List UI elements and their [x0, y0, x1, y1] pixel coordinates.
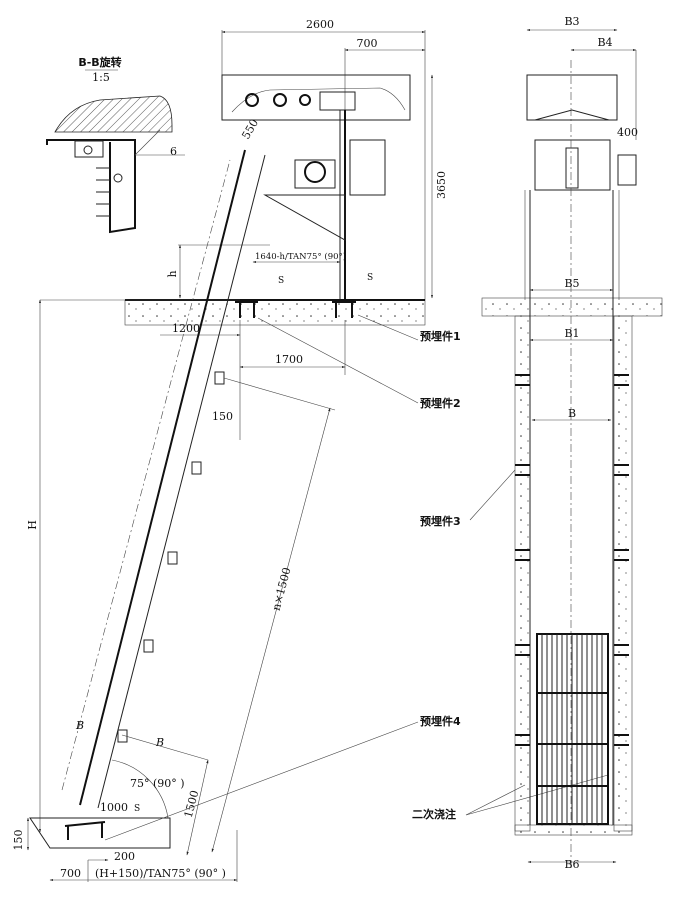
- drive-unit: [294, 159, 336, 189]
- section-mark-b: B: [155, 736, 164, 749]
- leader-line: [357, 314, 419, 341]
- dim-2600: 2600: [306, 18, 334, 31]
- callout-embed2: 预埋件2: [420, 396, 461, 410]
- dim-700: 700: [357, 37, 378, 50]
- detail-scale: 1:5: [92, 71, 110, 84]
- dim-150-base: 150: [12, 830, 25, 851]
- dim-200: 200: [114, 850, 135, 863]
- embedded-plates: [235, 301, 356, 318]
- top-cover-front: [526, 74, 618, 121]
- ground-slab-front: [481, 297, 663, 317]
- dim-550: 550: [239, 117, 261, 142]
- angle-arc: [111, 759, 169, 819]
- dim-B3: B3: [564, 15, 579, 28]
- angle-label: 75° (90° ): [130, 777, 185, 790]
- dim-line: [211, 407, 331, 853]
- dim-B1: B1: [564, 327, 579, 340]
- frame-centerline: [61, 159, 231, 791]
- top-cover: [221, 74, 411, 121]
- concrete-section: [54, 95, 173, 133]
- weld-symbol: S: [278, 276, 284, 286]
- detail-title: B-B旋转: [78, 55, 121, 69]
- dim-1200: 1200: [172, 322, 200, 335]
- motor-icon: [304, 161, 326, 183]
- dim-400: 400: [617, 126, 638, 139]
- detail-bb: B-B旋转 1:5 6: [46, 55, 185, 234]
- rack-crossbars: [537, 692, 608, 787]
- dim-700-base: 700: [60, 867, 81, 880]
- side-box: [349, 139, 386, 196]
- pit-floor: [514, 824, 633, 836]
- dim-B6: B6: [564, 858, 579, 871]
- pit-wall-right: [613, 315, 633, 832]
- dim-1700: 1700: [275, 353, 303, 366]
- bolt-icon: [113, 173, 123, 183]
- callout-embed3: 预埋件3: [420, 514, 461, 528]
- motor: [617, 154, 637, 186]
- front-view: B3 B4 400 B5 B1 B: [481, 15, 663, 871]
- dim-1000: 1000: [100, 801, 128, 814]
- callout-secondary-pour: 二次浇注: [412, 807, 456, 821]
- gearbox: [319, 91, 356, 111]
- dim-base-formula: (H+150)/TAN75° (90° ): [95, 867, 226, 880]
- base-pit: [29, 817, 171, 849]
- frame-rail-front: [79, 149, 246, 806]
- ext-line: [121, 734, 209, 761]
- frame-section: [46, 139, 136, 234]
- weld-symbol: S: [367, 273, 373, 283]
- bracket: [263, 194, 346, 241]
- ext-line: [223, 377, 336, 411]
- dim-B4: B4: [597, 36, 612, 49]
- dim-H: H: [26, 520, 39, 530]
- weld-symbol: S: [134, 804, 140, 814]
- cover-roof: [534, 109, 610, 121]
- leader-line: [104, 721, 419, 841]
- bolt-plate: [74, 140, 104, 158]
- section-mark-b: B: [75, 719, 84, 732]
- dim-n-1500: n×1500: [270, 566, 294, 612]
- bolt-icon: [83, 145, 93, 155]
- callout-embed4: 预埋件4: [420, 714, 461, 728]
- dim-150-frame: 150: [212, 410, 233, 423]
- frame-brackets: [117, 371, 225, 743]
- detail-angle: 6: [170, 145, 177, 158]
- dim-h: h: [166, 270, 179, 277]
- anchor-bolts: [515, 374, 629, 746]
- cover-outline: [231, 87, 406, 113]
- sprocket-icon: [273, 93, 287, 107]
- side-view: 2600 700 3650 550 h 1640-h/TAN75° (90°) …: [12, 18, 448, 882]
- dim-3650: 3650: [435, 171, 448, 199]
- dim-B5: B5: [564, 277, 579, 290]
- dim-line: [186, 759, 209, 856]
- rack-bars: [541, 634, 603, 824]
- callout-embed1: 预埋件1: [420, 329, 461, 343]
- drive-shaft: [565, 147, 579, 189]
- ground-slab: [124, 299, 426, 326]
- rake-teeth: [96, 167, 110, 217]
- pit-wall-left: [514, 315, 531, 832]
- leader-line: [257, 317, 419, 404]
- sprocket-icon: [299, 94, 311, 106]
- leader-line: [469, 469, 516, 521]
- dim-B: B: [568, 407, 576, 420]
- base-embed: [64, 821, 106, 840]
- drive-frame: [534, 139, 611, 191]
- dim-h-formula: 1640-h/TAN75° (90°): [255, 251, 346, 262]
- frame-rail-back: [97, 154, 266, 809]
- sprocket-icon: [245, 93, 259, 107]
- callouts: 预埋件1 预埋件2 预埋件3 预埋件4 二次浇注: [104, 314, 609, 841]
- angle-line: [134, 129, 161, 156]
